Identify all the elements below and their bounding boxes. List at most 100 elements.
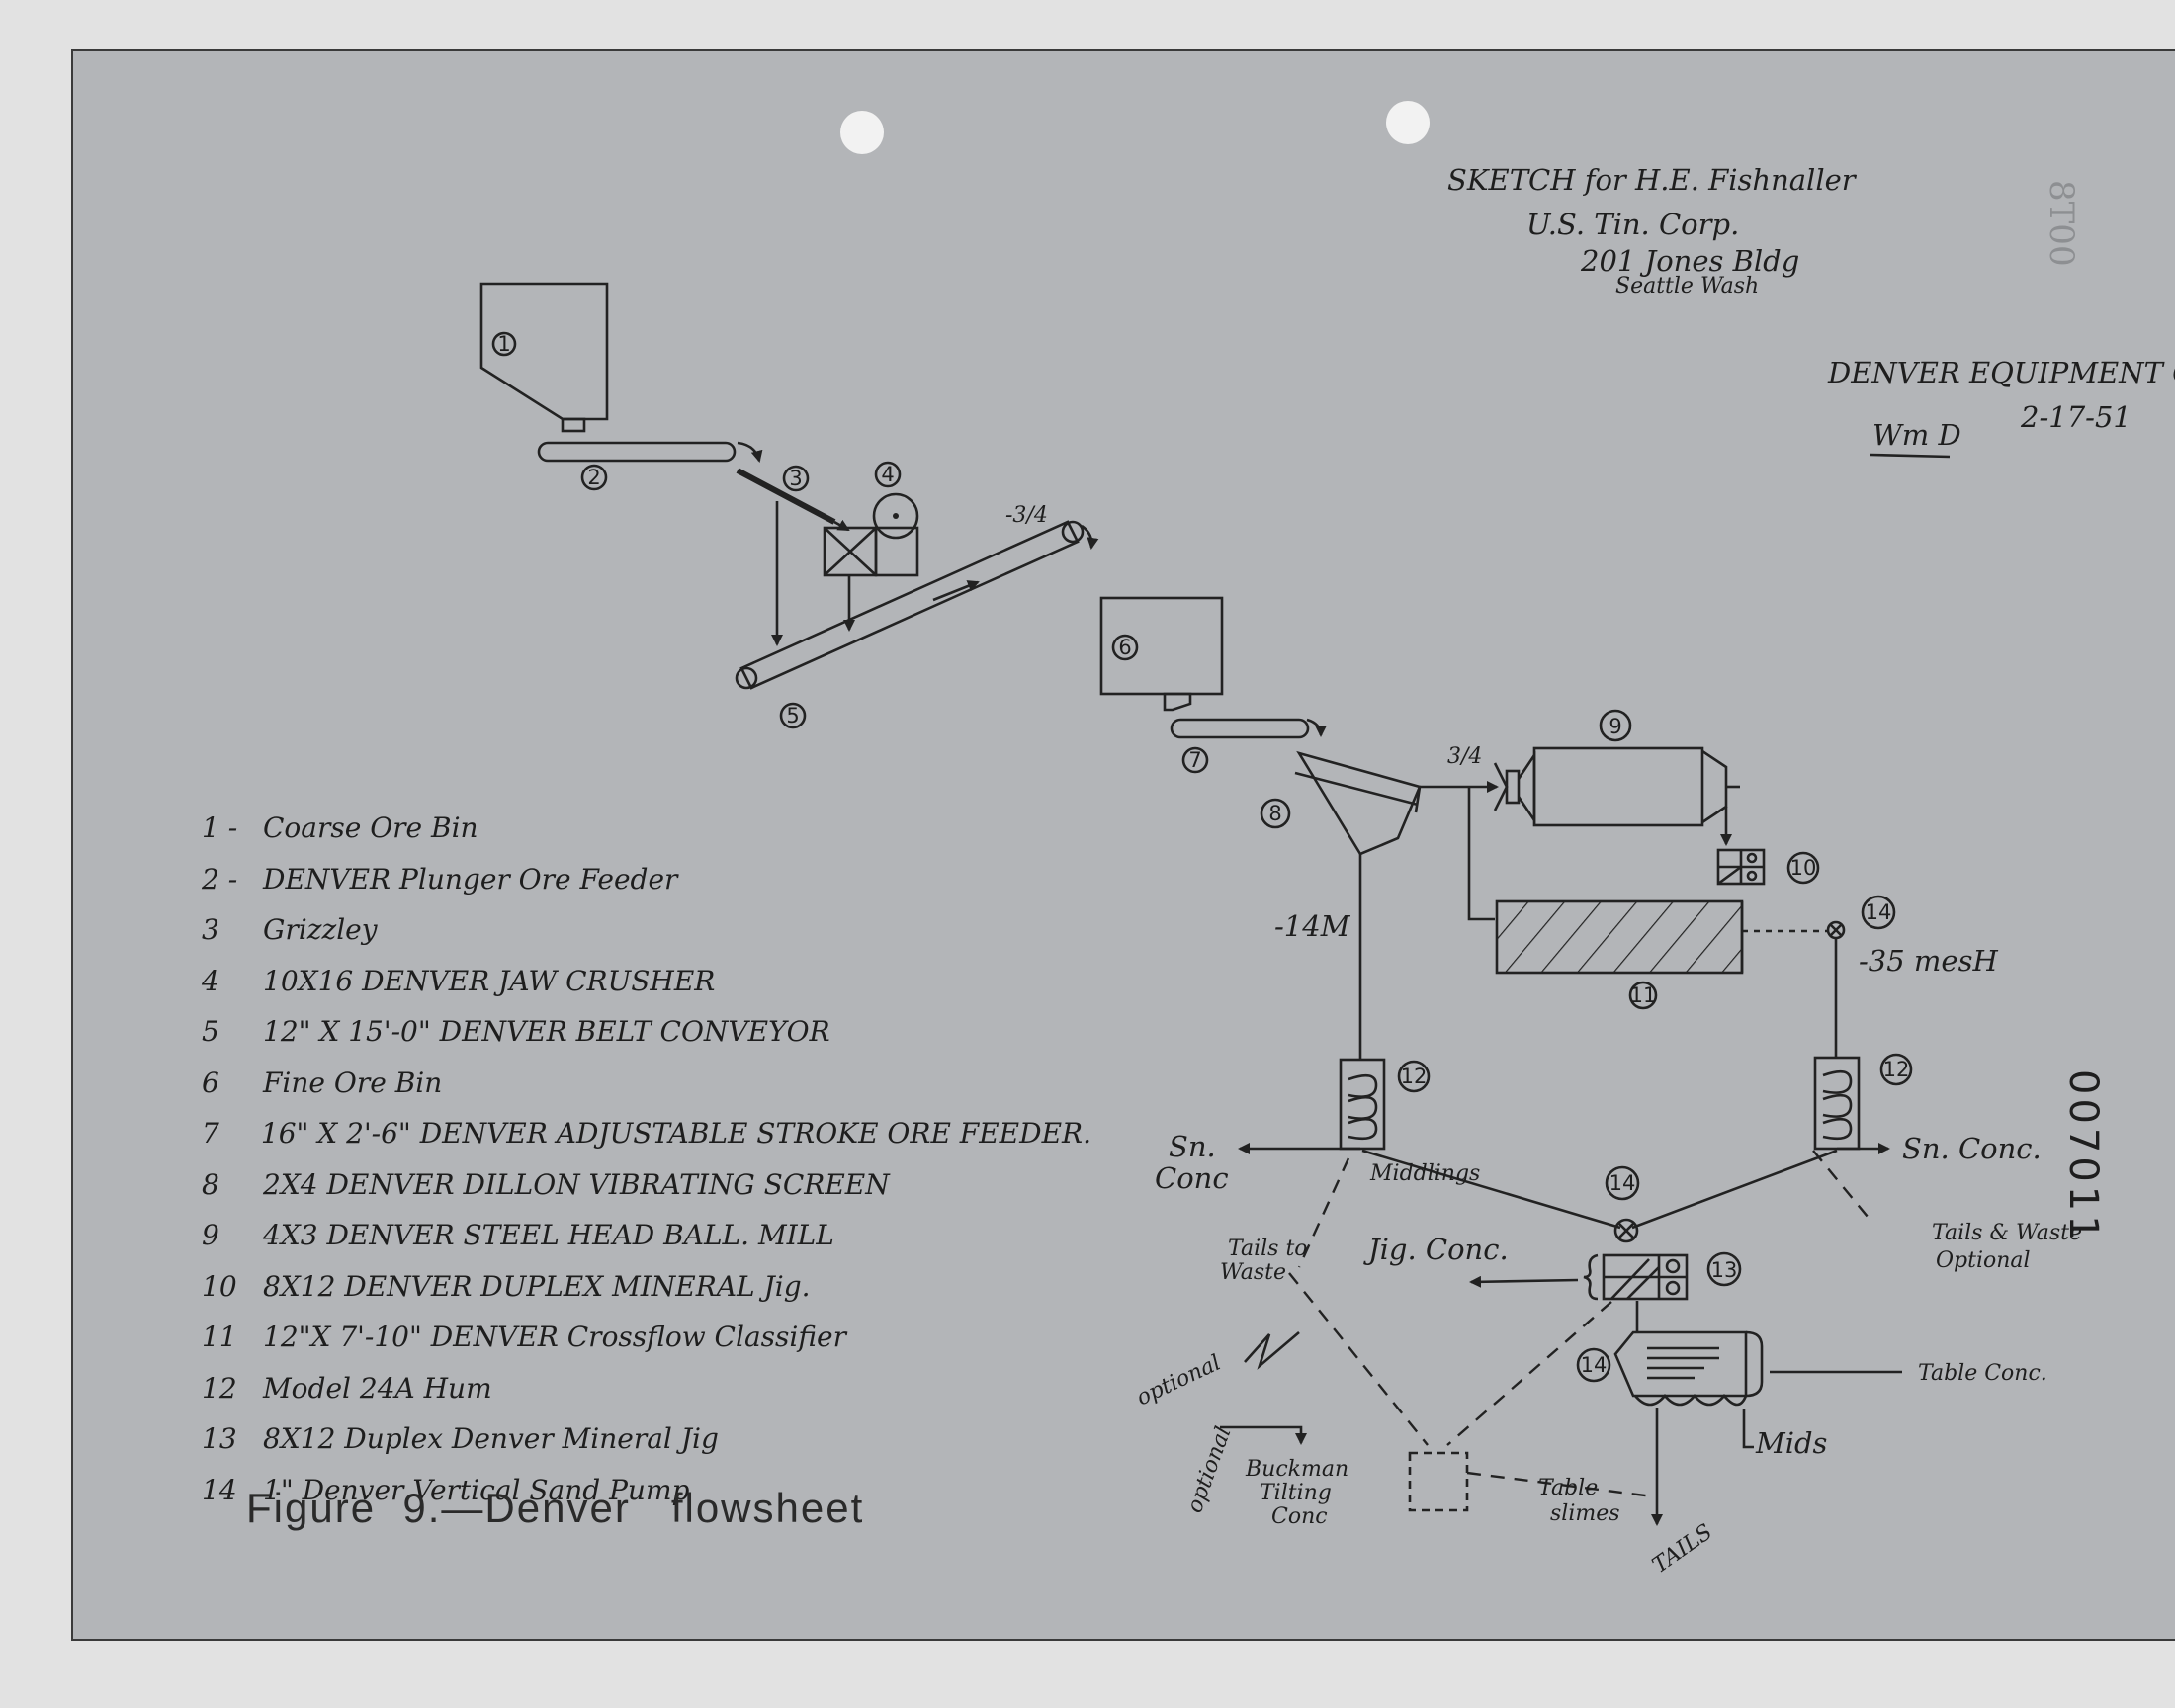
legend-text: 4X3 DENVER STEEL HEAD BALL. MILL	[263, 1219, 834, 1252]
equipment-number-11: 11	[1630, 983, 1657, 1007]
conveyor-size-label: -3/4	[1005, 503, 1048, 528]
pump-right-x2	[1829, 923, 1843, 937]
legend-row: 2 -DENVER Plunger Ore Feeder	[202, 854, 1091, 905]
right-middlings-line	[1631, 1149, 1838, 1230]
initials-underline	[1870, 453, 1951, 459]
hum-left	[1339, 1058, 1386, 1151]
jig10-cell-b	[1746, 870, 1758, 882]
optional-label-2: optional	[1182, 1423, 1237, 1516]
equipment-number-14-center: 14	[1610, 1171, 1636, 1195]
vibrating-screen-deck	[1296, 750, 1422, 856]
optional-arrow	[1220, 1425, 1307, 1445]
flowsheet-diagram: SKETCH for H.E. Fishnaller U.S. Tin. Cor…	[479, 163, 2175, 1579]
legend-row: 11 12"X 7'-10" DENVER Crossflow Classifie…	[202, 1312, 1091, 1363]
drawing-sheet: SKETCH for H.E. Fishnaller U.S. Tin. Cor…	[71, 49, 2175, 1641]
equipment-number-12-left: 12	[1401, 1065, 1428, 1088]
fine-ore-bin	[1099, 596, 1224, 696]
legend-text: Coarse Ore Bin	[263, 811, 478, 845]
legend-row: 7 16" X 2'-6" DENVER ADJUSTABLE STROKE OR…	[202, 1108, 1091, 1159]
legend-row: 6 Fine Ore Bin	[202, 1058, 1091, 1109]
binder-hole-left	[840, 111, 884, 154]
crusher-cross-b	[824, 527, 877, 576]
legend-text: Fine Ore Bin	[263, 1066, 443, 1099]
table-conc-label: Table Conc.	[1918, 1361, 2047, 1386]
number-circle-14-center	[1605, 1165, 1640, 1201]
tails-optional-2: Optional	[1936, 1248, 2031, 1273]
equipment-number-10: 10	[1790, 856, 1817, 880]
tails-optional-dash	[1812, 1150, 1873, 1224]
legend-text: 10X16 DENVER JAW CRUSHER	[263, 964, 716, 997]
equipment-number-8: 8	[1268, 802, 1281, 825]
binder-hole-right	[1386, 101, 1430, 144]
number-circle-13	[1706, 1251, 1742, 1287]
screen-size-label: 3/4	[1447, 744, 1482, 769]
number-circle-14-right	[1861, 895, 1896, 930]
legend-row: 14 1" Denver Vertical Sand Pump	[202, 1465, 1091, 1516]
middlings-line	[1361, 1149, 1621, 1230]
legend-number: 8	[202, 1167, 219, 1201]
middlings-label: Middlings	[1369, 1161, 1480, 1186]
number-circle-7	[1181, 746, 1209, 774]
feeder7-discharge-arrow	[1306, 718, 1327, 737]
buckman-concentrator	[1408, 1451, 1469, 1512]
number-circle-11	[1628, 981, 1658, 1010]
header-line3: 201 Jones Bldg	[1580, 244, 1799, 278]
screen-end-plate	[1414, 786, 1422, 813]
number-circle-12-right	[1879, 1053, 1913, 1086]
number-circle-5	[779, 702, 807, 729]
mids-label: Mids	[1755, 1426, 1827, 1460]
header-line1: SKETCH for H.E. Fishnaller	[1447, 163, 1858, 197]
jig-conc-arrow	[1469, 1275, 1579, 1288]
header-line2: U.S. Tin. Corp.	[1526, 208, 1739, 241]
legend-number: 6	[202, 1066, 219, 1099]
buckman-1: Buckman	[1245, 1457, 1348, 1482]
jig13-brace	[1583, 1253, 1599, 1301]
buckman-3: Conc	[1271, 1504, 1328, 1529]
number-circle-9	[1599, 709, 1632, 742]
legend-text: 2X4 DENVER DILLON VIBRATING SCREEN	[263, 1167, 890, 1201]
mill-trunnion	[1505, 769, 1521, 805]
equipment-number-6: 6	[1118, 636, 1131, 659]
equipment-number-14-table: 14	[1581, 1353, 1608, 1377]
legend-row: 8 2X4 DENVER DILLON VIBRATING SCREEN	[202, 1159, 1091, 1211]
equipment-number-7: 7	[1188, 748, 1201, 772]
jig-conc-label: Jig. Conc.	[1363, 1233, 1509, 1266]
tails-optional-1: Tails & Waste	[1932, 1221, 2082, 1245]
sn-conc-left-1: Sn.	[1169, 1130, 1216, 1163]
legend-text: 12"X 7'-10" DENVER Crossflow Classifier	[263, 1321, 846, 1354]
number-circle-4	[874, 461, 902, 488]
equipment-number-3: 3	[789, 467, 802, 490]
number-circle-6	[1111, 634, 1139, 661]
equipment-number-1: 1	[497, 332, 510, 356]
header-line4: Seattle Wash	[1615, 274, 1759, 299]
legend-number: 11	[202, 1321, 237, 1354]
legend-text: 16" X 2'-6" DENVER ADJUSTABLE STROKE ORE…	[260, 1117, 1091, 1151]
legend-number: 7	[202, 1117, 219, 1151]
legend-number: 3	[202, 913, 219, 947]
equipment-number-2: 2	[587, 466, 600, 489]
crossflow-classifier	[1495, 899, 1744, 975]
jig13-cell-a	[1665, 1258, 1681, 1274]
sn-conc-right: Sn. Conc.	[1902, 1132, 2042, 1165]
legend-number: 9	[202, 1219, 219, 1252]
equipment-number-13: 13	[1711, 1258, 1738, 1282]
legend-number: 14	[202, 1473, 237, 1506]
jig13-hatch-b	[1626, 1266, 1660, 1300]
legend-number: 13	[202, 1422, 237, 1456]
optional-squiggle	[1244, 1331, 1300, 1370]
number-circle-14-table	[1576, 1347, 1611, 1383]
jig-to-buckman-dash	[1446, 1301, 1612, 1446]
company-initials: Wm D	[1872, 418, 1961, 452]
equipment-number-14-right: 14	[1866, 900, 1892, 924]
tails-label: TAILS	[1648, 1520, 1717, 1579]
adjustable-stroke-feeder	[1170, 718, 1310, 739]
margin-id-faint: 8T00	[2042, 180, 2081, 267]
legend-text: DENVER Plunger Ore Feeder	[263, 862, 678, 896]
legend-text: 1" Denver Vertical Sand Pump	[263, 1473, 690, 1506]
table-slimes-1: Table	[1538, 1476, 1598, 1500]
